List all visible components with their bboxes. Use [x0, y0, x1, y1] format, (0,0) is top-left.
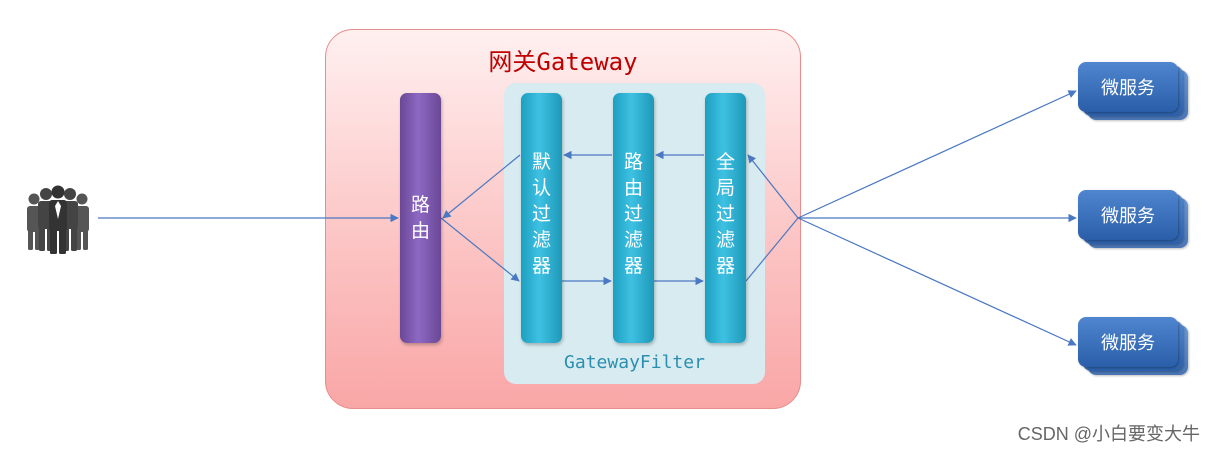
watermark: CSDN @小白要变大牛: [1017, 424, 1200, 444]
default-filter-label: 默认过滤器: [531, 151, 551, 277]
global-filter-label: 全局过滤器: [715, 151, 735, 277]
microservice-top: 微服务: [1078, 62, 1188, 120]
users-icon: [24, 185, 92, 255]
microservice-middle-label: 微服务: [1078, 190, 1178, 240]
route-filter-label: 路由过滤器: [623, 151, 643, 277]
edge-hub-to-ms-top: [797, 90, 1077, 219]
microservice-bottom: 微服务: [1078, 317, 1188, 375]
edge-hub-to-ms-bottom: [797, 217, 1077, 346]
default-filter-node: 默认过滤器: [521, 93, 562, 343]
route-node: 路由: [400, 93, 441, 343]
gateway-filter-label: GatewayFilter: [564, 352, 705, 373]
route-label: 路由: [410, 194, 430, 242]
microservice-top-label: 微服务: [1078, 62, 1178, 112]
global-filter-node: 全局过滤器: [705, 93, 746, 343]
microservice-middle: 微服务: [1078, 190, 1188, 248]
gateway-title: 网关Gateway: [488, 48, 638, 76]
microservice-bottom-label: 微服务: [1078, 317, 1178, 367]
route-filter-node: 路由过滤器: [613, 93, 654, 343]
